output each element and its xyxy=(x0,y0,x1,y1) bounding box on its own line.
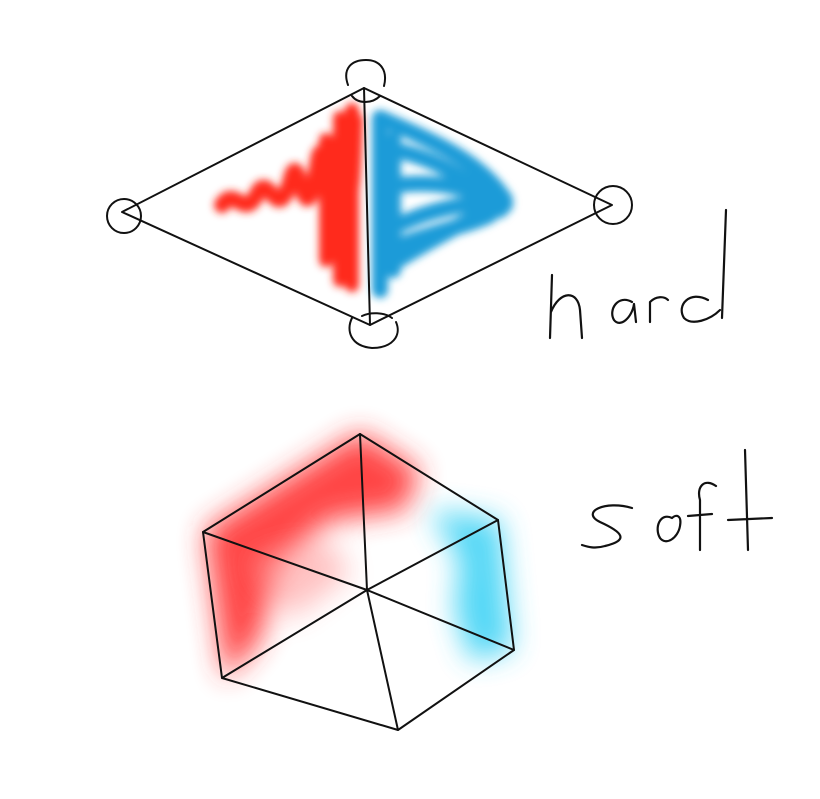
vertex-handle-icon[interactable] xyxy=(106,198,142,234)
hard-diamond-split-line xyxy=(363,87,371,326)
soft-hexagon-spokes xyxy=(202,433,515,731)
hard-label xyxy=(548,208,728,340)
blue-hard-fill xyxy=(372,110,513,298)
soft-label xyxy=(580,448,774,552)
vertex-handle-icon[interactable] xyxy=(593,185,633,225)
hard-diamond-diagram xyxy=(106,59,633,349)
hard-diamond-outline xyxy=(121,87,613,326)
vertex-handle-icon[interactable] xyxy=(345,59,386,103)
soft-hexagon-diagram xyxy=(202,432,515,731)
red-hard-fill xyxy=(214,103,363,292)
vertex-handle-icon[interactable] xyxy=(348,312,399,349)
blue-soft-fill xyxy=(430,510,512,660)
red-soft-fill xyxy=(205,432,420,680)
